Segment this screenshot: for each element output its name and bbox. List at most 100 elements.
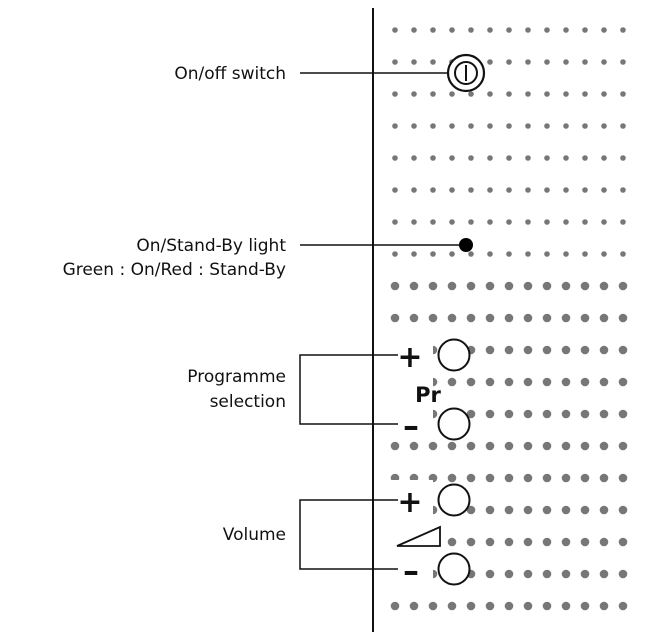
grille-dot [542,313,552,323]
grille-dot [504,313,514,323]
grille-dot [409,601,419,611]
volume-bracket [299,499,398,570]
grille-dot [504,601,514,611]
grille-dot [411,155,417,161]
grille-dot [601,59,607,65]
grille-dot [506,187,512,193]
grille-dot [485,505,495,515]
grille-dot [580,537,590,547]
grille-dot [409,281,419,291]
grille-dot [544,155,550,161]
grille-dot [487,123,493,129]
grille-dot [620,123,626,129]
grille-dot [599,345,609,355]
grille-dot [392,91,398,97]
grille-dot [449,187,455,193]
label-backdrop [387,480,433,582]
programme-up-sign: + [397,340,422,375]
power-switch-label: On/off switch [174,64,286,84]
grille-dot [525,123,531,129]
grille-dot [430,91,436,97]
grille-dot [582,251,588,257]
grille-dot [544,219,550,225]
grille-dot [485,441,495,451]
grille-dot [504,473,514,483]
grille-dot [580,505,590,515]
grille-dot [525,27,531,33]
grille-dot [430,59,436,65]
grille-dot [392,59,398,65]
grille-dot [504,281,514,291]
grille-dot [618,409,628,419]
grille-dot [599,601,609,611]
grille-dot [430,123,436,129]
grille-dot [542,601,552,611]
grille-dot [390,601,400,611]
grille-dot [601,187,607,193]
grille-dot [468,123,474,129]
grille-dot [504,377,514,387]
grille-dot [542,473,552,483]
grille-dot [485,313,495,323]
programme-down-sign: – [403,407,419,445]
grille-dot [544,123,550,129]
programme-down-button[interactable] [437,407,471,441]
grille-dot [449,91,455,97]
grille-dot [430,219,436,225]
grille-dot [523,441,533,451]
grille-dot [487,219,493,225]
grille-dot [542,409,552,419]
grille-dot [409,313,419,323]
grille-dot [620,219,626,225]
grille-dot [582,91,588,97]
grille-dot [468,155,474,161]
grille-dot [580,569,590,579]
grille-dot [523,345,533,355]
grille-dot [487,91,493,97]
grille-dot [523,313,533,323]
grille-dot [620,59,626,65]
grille-dot [544,59,550,65]
grille-dot [506,59,512,65]
volume-down-sign: – [403,552,419,590]
grille-dot [599,377,609,387]
grille-dot [411,251,417,257]
grille-dot [447,473,457,483]
grille-dot [504,345,514,355]
grille-dot [620,91,626,97]
grille-dot [620,27,626,33]
programme-symbol: Pr [415,383,441,407]
grille-dot [561,313,571,323]
grille-dot [428,281,438,291]
volume-up-button[interactable] [437,483,471,517]
grille-dot [561,473,571,483]
grille-dot [390,313,400,323]
grille-dot [430,187,436,193]
grille-dot [525,219,531,225]
grille-dot [523,281,533,291]
grille-dot [487,187,493,193]
grille-dot [411,59,417,65]
grille-dot [618,281,628,291]
grille-dot [506,251,512,257]
grille-dot [487,27,493,33]
grille-dot [525,155,531,161]
grille-dot [525,187,531,193]
power-switch[interactable] [446,53,486,93]
grille-dot [563,123,569,129]
grille-dot [582,123,588,129]
grille-dot [466,281,476,291]
grille-dot [506,155,512,161]
volume-down-button[interactable] [437,552,471,586]
grille-dot [542,441,552,451]
grille-dot [620,187,626,193]
standby-light-note: Green : On/Red : Stand-By [63,260,286,280]
grille-dot [430,155,436,161]
programme-up-button[interactable] [437,338,471,372]
grille-dot [506,27,512,33]
grille-dot [561,377,571,387]
grille-dot [563,219,569,225]
grille-dot [485,281,495,291]
grille-dot [618,601,628,611]
